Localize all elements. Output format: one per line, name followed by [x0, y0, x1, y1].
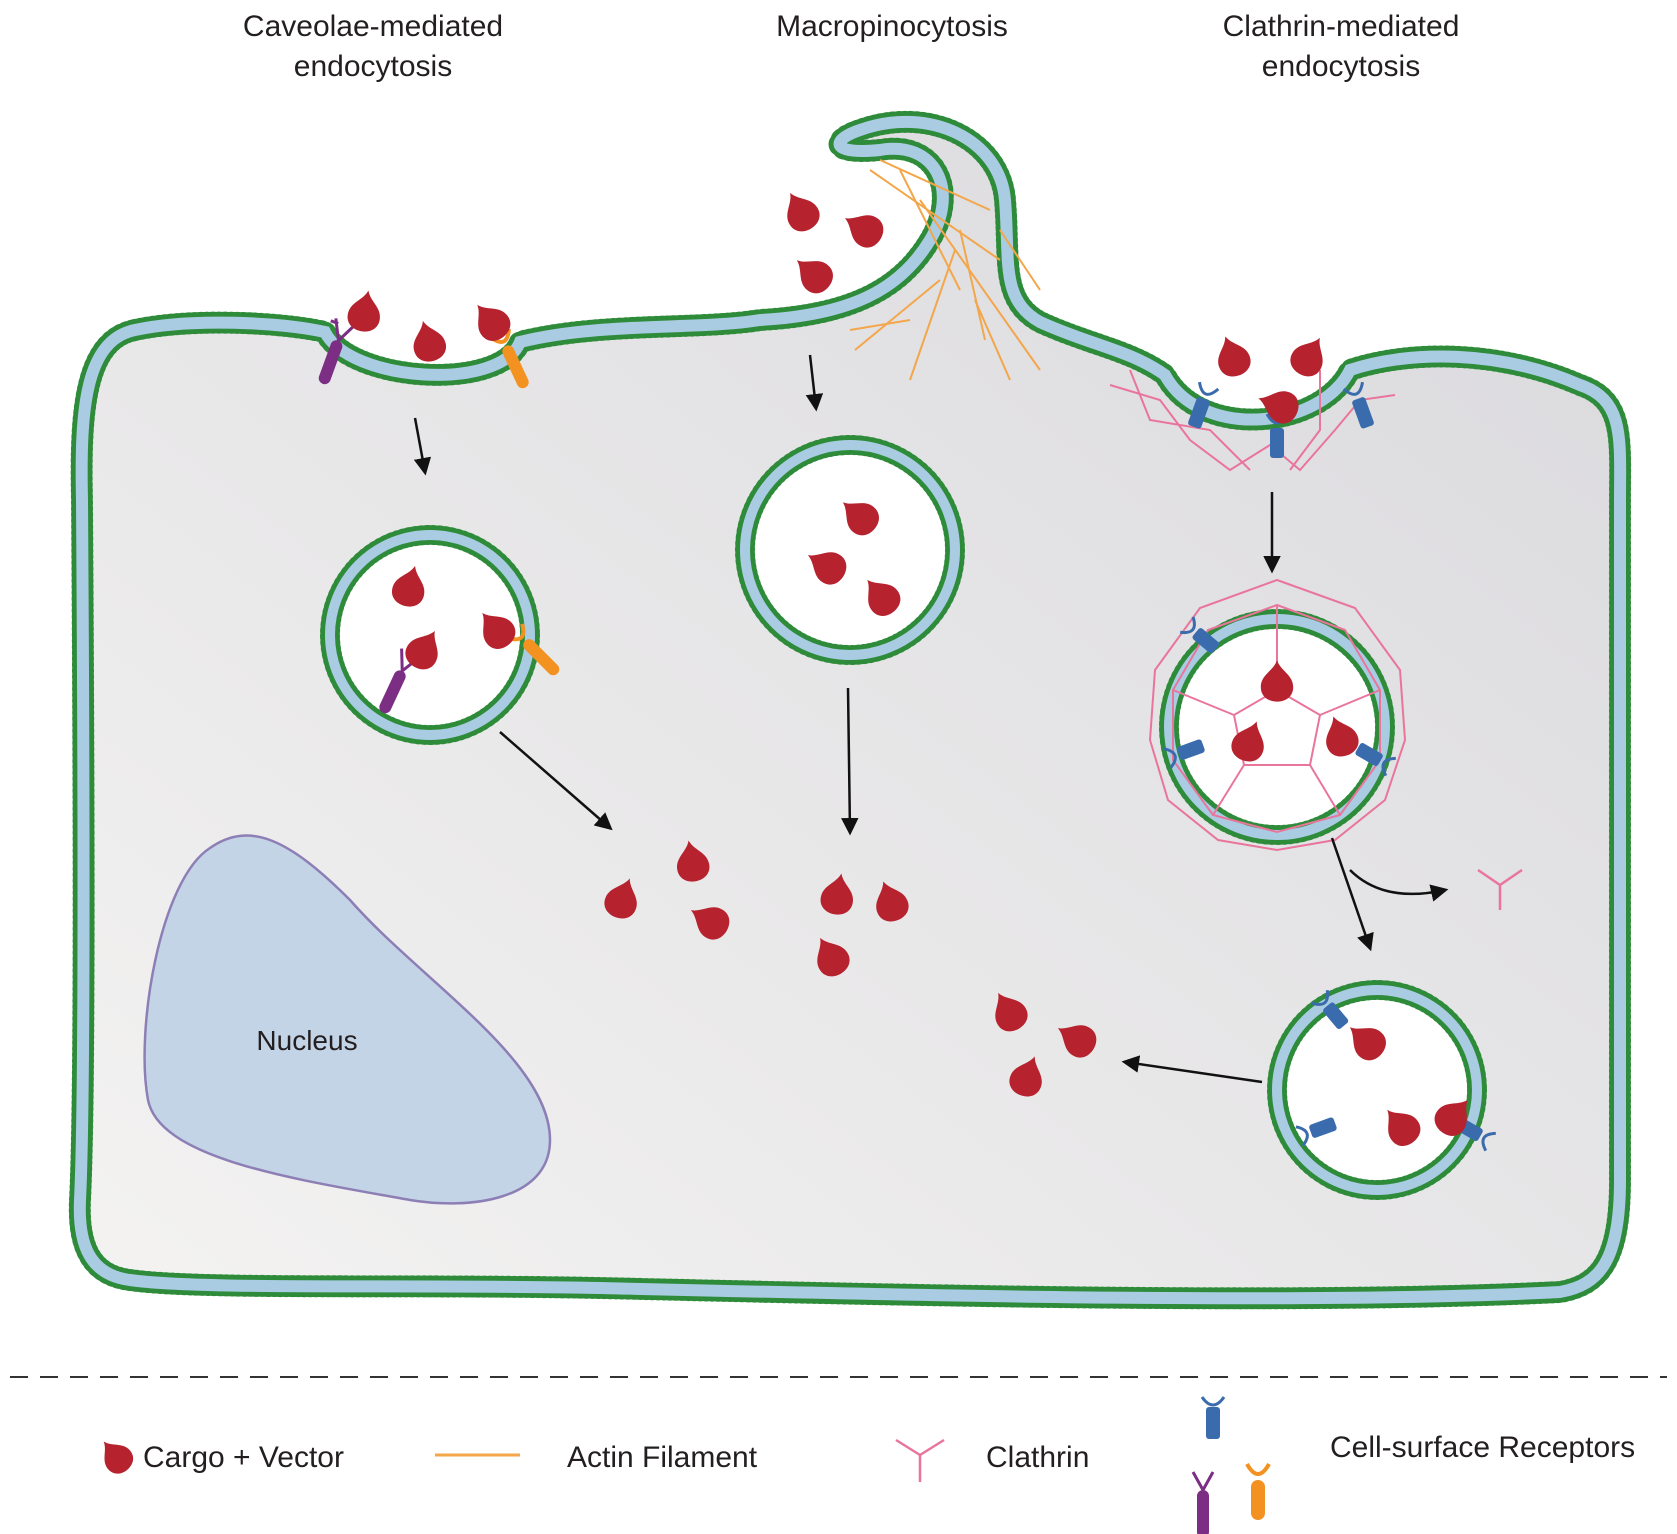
legend-receptor-icons	[1191, 1396, 1271, 1534]
uncoated-vesicle	[1267, 980, 1487, 1200]
legend-actin-label: Actin Filament	[567, 1441, 758, 1474]
caveolae-title-line1: Caveolae-mediated	[243, 10, 503, 43]
clathrin-coated-vesicle	[1148, 578, 1407, 852]
legend-cargo-label: Cargo + Vector	[143, 1441, 344, 1474]
receptors	[318, 318, 1496, 1152]
purple-receptor	[318, 318, 356, 385]
nucleus: Nucleus	[143, 834, 552, 1205]
legend-cargo-icon	[92, 1432, 139, 1479]
macropinosome-vesicle	[735, 435, 965, 665]
legend-clathrin-label: Clathrin	[986, 1441, 1089, 1474]
released-clathrin	[1477, 868, 1523, 910]
clathrin-title-line1: Clathrin-mediated	[1223, 10, 1460, 43]
legend-clathrin-icon	[895, 1438, 945, 1482]
legend-receptors-label: Cell-surface Receptors	[1330, 1431, 1635, 1464]
nucleus-label: Nucleus	[256, 1025, 357, 1056]
arrows	[413, 354, 1449, 1084]
macropinocytosis-title: Macropinocytosis	[776, 10, 1008, 43]
clathrin-title-line2: endocytosis	[1262, 50, 1420, 83]
actin-filaments	[849, 159, 1041, 381]
cell	[68, 110, 1632, 1310]
caveolae-title-line2: endocytosis	[294, 50, 452, 83]
legend: Cargo + Vector Actin Filament Clathrin C…	[92, 1396, 1635, 1534]
